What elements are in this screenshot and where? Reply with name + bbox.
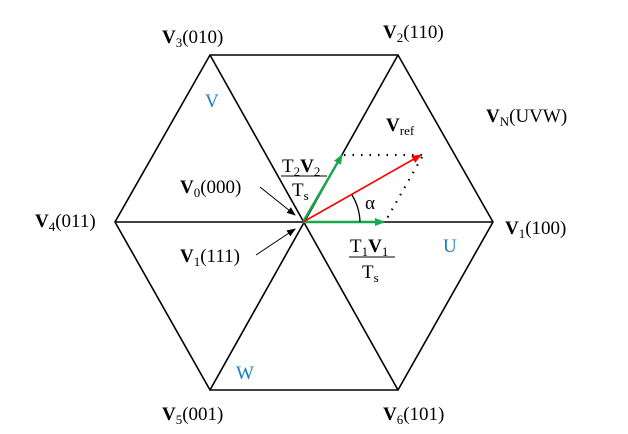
- dotted-projection-side: [384, 156, 423, 223]
- fraction-t2v2: T2V2 Ts: [281, 156, 327, 203]
- phase-w-label: W: [236, 363, 254, 384]
- label-v6: V6(101): [383, 404, 444, 427]
- label-v1: V1(100): [505, 218, 566, 241]
- label-v7-zero: V1(111): [180, 246, 240, 269]
- arrow-vref: [302, 154, 422, 223]
- label-v0-zero: V0(000): [180, 177, 241, 200]
- label-v3: V3(010): [162, 27, 223, 50]
- label-vref: Vref: [386, 115, 415, 138]
- label-v2: V2(110): [383, 22, 444, 45]
- alpha-arc: [351, 194, 361, 223]
- label-alpha: α: [365, 193, 375, 214]
- svg-text:Ts: Ts: [292, 180, 309, 203]
- label-vn: VN(UVW): [486, 106, 567, 129]
- arrow-t2v2: [301, 154, 344, 223]
- svg-text:T2V2: T2V2: [282, 156, 320, 179]
- pointer-v7: [255, 228, 296, 256]
- phase-v-label: V: [205, 91, 219, 112]
- svg-text:T1V1: T1V1: [350, 236, 388, 259]
- label-v4: V4(011): [35, 211, 96, 234]
- phase-u-label: U: [443, 236, 457, 257]
- svg-text:Ts: Ts: [362, 262, 379, 285]
- fraction-t1v1: T1V1 Ts: [349, 236, 395, 285]
- label-v5: V5(001): [162, 404, 223, 427]
- pointer-v0: [259, 186, 296, 216]
